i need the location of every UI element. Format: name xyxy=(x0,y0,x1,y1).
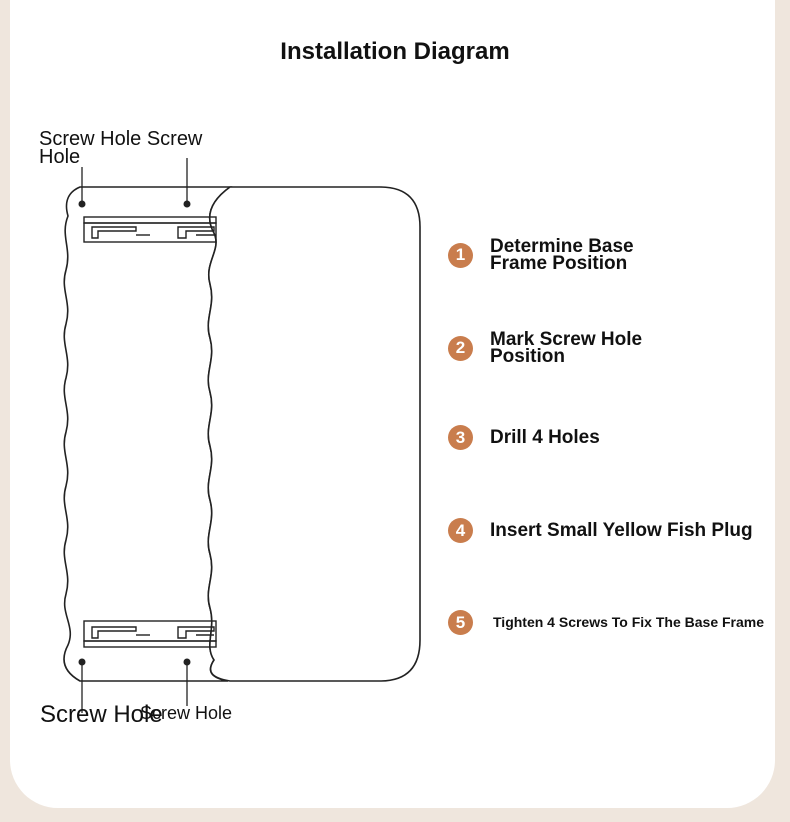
step-number-badge: 2 xyxy=(448,335,473,361)
step-text: Drill 4 Holes xyxy=(490,427,600,448)
step-number-badge: 5 xyxy=(448,610,473,635)
wavy-panel-outline xyxy=(63,186,233,682)
step-number-badge: 4 xyxy=(448,518,473,543)
step-text: Determine Base Frame Position xyxy=(490,236,634,274)
step-text: Tighten 4 Screws To Fix The Base Frame xyxy=(493,614,765,630)
step-2: 2 Mark Screw Hole Position xyxy=(448,329,650,367)
bottom-bracket xyxy=(83,620,217,648)
step-3: 3 Drill 4 Holes xyxy=(448,425,600,450)
screw-hole-label-bottom-left: Screw Hole xyxy=(40,701,163,728)
step-text: Insert Small Yellow Fish Plug xyxy=(490,520,753,541)
page-title: Installation Diagram xyxy=(280,38,510,65)
rounded-panel-outline xyxy=(207,186,421,682)
step-5: 5 Tighten 4 Screws To Fix The Base Frame xyxy=(448,610,764,635)
screw-hole-markers xyxy=(81,158,188,713)
screw-hole-bottom-left xyxy=(78,658,86,666)
screw-hole-top-right xyxy=(183,200,191,208)
screw-hole-bottom-right xyxy=(183,658,191,666)
screw-hole-top-left xyxy=(78,200,86,208)
screw-hole-label-bottom-right: Screw Hole xyxy=(140,703,233,723)
top-bracket xyxy=(83,216,217,243)
screw-hole-label-top: Screw Hole Screw Hole xyxy=(39,128,203,168)
step-1: 1 Determine Base Frame Position xyxy=(448,236,650,274)
step-number-badge: 3 xyxy=(448,425,473,450)
step-text: Mark Screw Hole Position xyxy=(490,329,643,367)
step-number-badge: 1 xyxy=(448,242,473,268)
step-4: 4 Insert Small Yellow Fish Plug xyxy=(448,518,753,543)
